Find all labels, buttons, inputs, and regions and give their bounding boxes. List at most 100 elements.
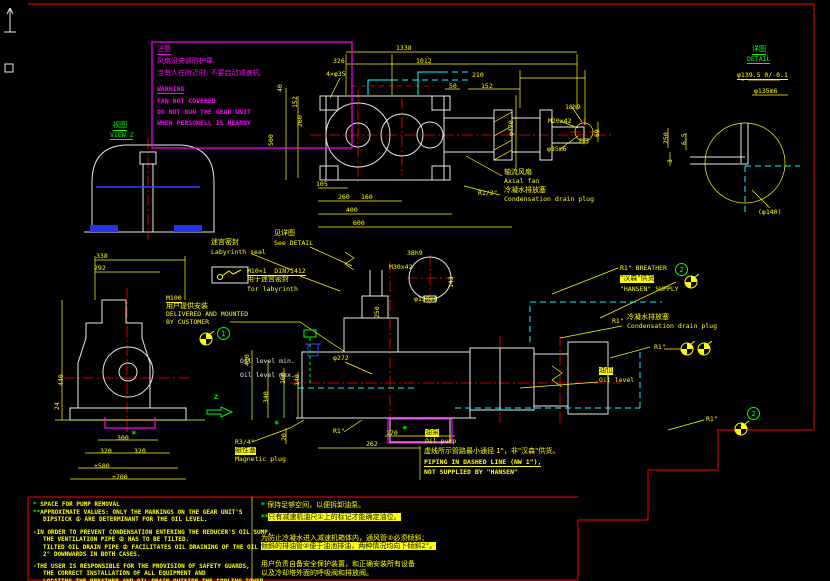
drawing-label: 38h9	[407, 249, 423, 257]
connection-flag-icon	[684, 273, 700, 293]
note-text: 倾斜的排油管②便于油池排油，两种情况均向下倾斜2°。	[261, 542, 437, 551]
drawing-label: 152	[481, 82, 493, 90]
note-text: THE CORRECT INSTALLATION OF ALL EQUIPMEN…	[43, 570, 206, 577]
drawing-label: 500	[267, 134, 275, 146]
drawing-label: 320	[134, 447, 146, 455]
machine-outlines	[69, 95, 749, 443]
note-text: -IN ORDER TO PREVENT CONDENSATION ENTERI…	[33, 528, 272, 536]
drawing-label: 300	[117, 434, 129, 442]
drawing-label: M20x42	[548, 117, 572, 125]
drawing-label: See DETAIL	[274, 239, 314, 247]
blue-details	[90, 186, 321, 357]
drawing-label: 详图	[752, 45, 766, 55]
note-text: 用户负责自备安全保护装置，和正确安装所有设备	[261, 560, 415, 568]
footnote-star-marker: *	[131, 430, 137, 440]
note-text: DIPSTICK ① ARE DETERMINANT FOR THE OIL L…	[43, 516, 208, 523]
drawing-label: 迷宫密封	[211, 238, 239, 246]
circled-number-2: 2	[675, 263, 688, 276]
drawing-label: Oil level max.	[240, 371, 295, 379]
drawing-label: 250	[373, 306, 381, 318]
drawing-label: R1"	[706, 415, 718, 423]
drawing-label: 虚线所示管路最小通径 1"，非"汉森"供货。	[424, 447, 560, 455]
drawing-label: φ470	[507, 120, 515, 136]
drawing-label: φ272	[333, 354, 349, 362]
note-marker: **	[33, 508, 41, 516]
drawing-label: 用户提供安装	[166, 302, 208, 310]
drawing-label: φ139.5 0/-0.1	[737, 71, 788, 81]
drawing-label: 40	[276, 84, 284, 92]
drawing-label: BY CUSTOMER	[166, 318, 210, 326]
drawing-label: PIPING IN DASHED LINE (NW 1"),	[424, 458, 542, 468]
drawing-label: 320	[100, 447, 112, 455]
drawing-label: 油泵	[425, 428, 439, 437]
note-marker: *	[33, 501, 41, 508]
warning-box-border	[151, 41, 353, 149]
footnote-star-marker: *	[274, 420, 280, 430]
drawing-label: Labyrinth seal	[211, 248, 266, 256]
note-text: THE VENTILATION PIPE ② HAS TO BE TILTED.	[43, 536, 190, 543]
drawing-label: 50	[449, 82, 457, 90]
dipstick	[303, 329, 317, 386]
connection-flag-icon	[734, 420, 750, 440]
circled-number-1: 1	[217, 327, 230, 340]
drawing-label: DETAIL	[747, 55, 771, 65]
drawing-label: 400	[346, 206, 358, 214]
drawing-label: VIEW Z	[110, 131, 134, 141]
drawing-label: 1012	[416, 57, 432, 65]
note-marker: *	[261, 501, 268, 509]
drawing-label: "汉森"供货	[620, 274, 655, 283]
drawing-label: 326	[333, 57, 345, 65]
drawing-label: R1/2"	[478, 189, 498, 197]
drawing-label: ±700	[112, 473, 128, 481]
drawing-label: 105	[316, 180, 328, 188]
note-text: SPACE FOR PUMP REMOVAL	[40, 501, 120, 508]
drawing-label: DO NOT RUN THE GEAR UNIT	[157, 108, 251, 116]
drawing-label: 250	[662, 132, 670, 144]
notes-chinese-column: * 保持足够空间，以便拆卸油泵。**只有减速机油尺①上的标记才能确定油位。为防止…	[261, 501, 571, 578]
drawing-label: 磁性塞	[235, 446, 256, 455]
drawing-label: 油位	[599, 366, 613, 375]
drawing-label: 风扇没安装防护罩.	[157, 57, 216, 65]
drawing-label: 600	[353, 219, 365, 227]
drawing-label: 24	[53, 402, 61, 410]
dimension-lines	[55, 51, 788, 580]
drawing-label: 152	[291, 96, 299, 108]
drawing-label: 260	[296, 115, 304, 127]
drawing-label: 视图	[113, 121, 127, 131]
note-text: 2° DOWNWARDS IN BOTH CASES.	[43, 551, 141, 558]
drawing-label: R1"	[333, 427, 345, 435]
grease-nipple-icon	[211, 266, 249, 288]
drawing-label: 69	[593, 129, 601, 137]
drawing-label: M100	[166, 294, 182, 304]
drawing-label: φ135m6	[754, 87, 778, 95]
magenta-marks	[104, 41, 453, 444]
drawing-label: 6.5	[680, 133, 688, 145]
drawing-label: φ85m6	[547, 145, 567, 153]
drawing-label: 冷凝水排放塞	[504, 186, 546, 194]
drawing-label: 1338	[396, 44, 412, 52]
drawing-label: 440	[57, 374, 65, 386]
drawing-label: WARNING	[157, 85, 185, 95]
drawing-label: WHEN PERSONELL IS NEARBY	[157, 119, 251, 127]
note-text: 保持足够空间，以便拆卸油泵。	[267, 501, 366, 509]
drawing-label: (φ140)	[758, 208, 782, 216]
drawing-label: 170	[386, 429, 398, 437]
drawing-label: FAN NOT COVERED	[157, 97, 216, 105]
drawing-label: R1"	[654, 343, 666, 351]
note-text: TILTED OIL DRAIN PIPE ② FACILITATES OIL …	[43, 543, 280, 551]
drawing-label: 262	[366, 440, 378, 448]
marker-square-icon	[4, 58, 14, 77]
drawing-label: 4×φ35	[326, 70, 346, 78]
note-text: 为防止冷凝水进入减速机箱体内，通风管②必须倾斜；	[261, 533, 429, 542]
connection-flag-icon	[697, 340, 713, 360]
drawing-label: R1"	[612, 317, 624, 325]
note-text: APPROXIMATE VALUES: ONLY THE MARKINGS ON…	[40, 508, 243, 516]
drawing-label: 210	[472, 71, 484, 79]
drawing-label: Axial fan	[504, 177, 540, 185]
drawing-label: 140	[293, 374, 301, 386]
drawing-label: R3/4"	[235, 438, 255, 446]
drawing-label: 当有人在附近时, 不要启动减速机.	[157, 69, 262, 77]
drawing-label: 3	[666, 159, 674, 163]
